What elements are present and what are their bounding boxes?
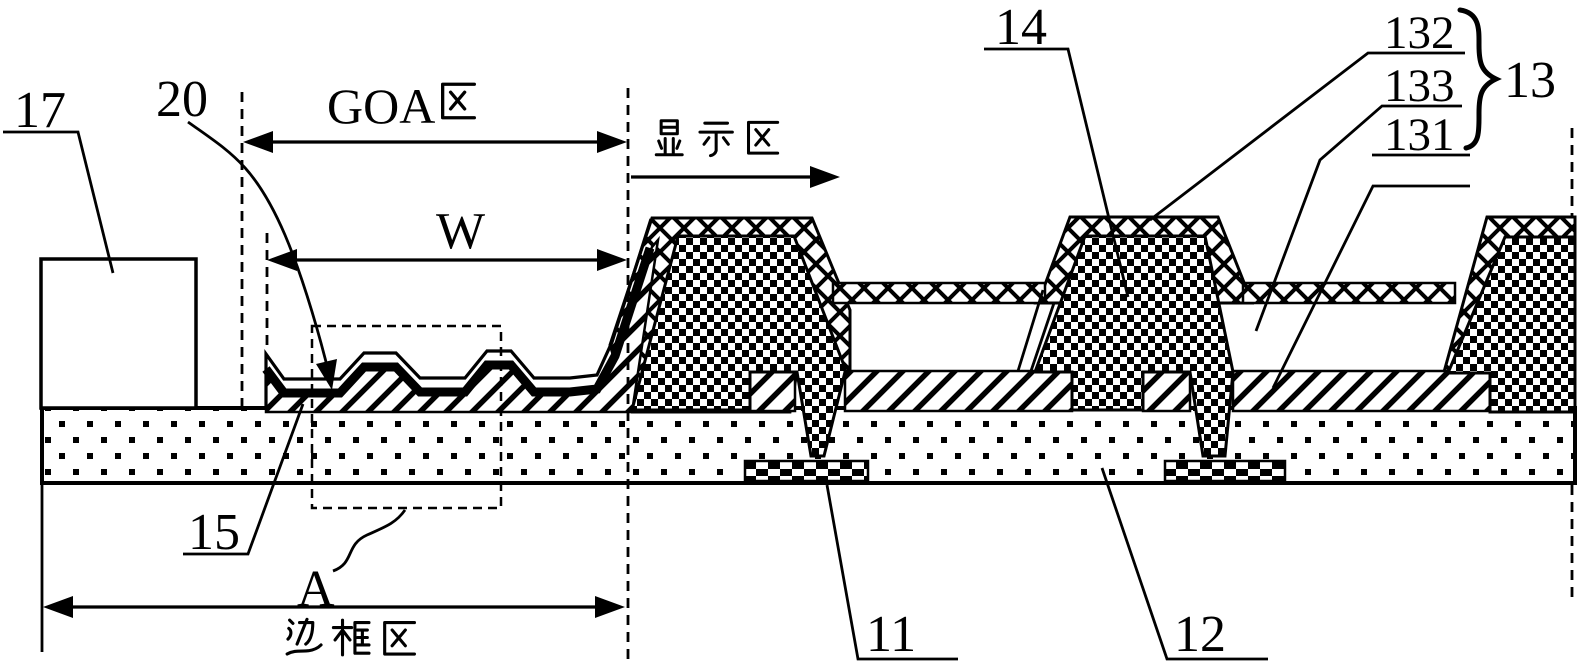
layer-133-slope-lines: [1016, 289, 1056, 372]
label-W: W: [436, 203, 485, 260]
detail-box-A-outline: [310, 324, 503, 510]
display-arrowhead: [810, 166, 840, 188]
figure-labels: 17 20 W 14 132 133 131 13 15 A 11 12 GOA: [14, 0, 1556, 663]
label-17: 17: [14, 82, 66, 139]
label-13: 13: [1504, 52, 1556, 109]
pixel-layer-14-left: [630, 234, 847, 458]
electrode-bar-11-left: [743, 459, 870, 483]
layer-131-segment-c: [1141, 369, 1192, 413]
w-arrowhead-right: [597, 249, 627, 271]
border-arrowhead-right: [595, 596, 625, 618]
label-11: 11: [866, 606, 916, 663]
layer-131-segment-a: [748, 369, 797, 413]
pixel-layer-14-right: [1445, 235, 1577, 414]
label-15: 15: [188, 504, 240, 561]
boundary-dashed-lines: [240, 88, 1574, 660]
goa-arrowhead-right: [597, 131, 627, 153]
driver-block-17: [39, 257, 198, 410]
layer-132-band-right: [1241, 281, 1457, 305]
goa-thin-conformal-line: [264, 218, 653, 410]
label-A: A: [297, 561, 335, 618]
leader-12: [1100, 467, 1268, 661]
leader-lines: [3, 47, 1470, 661]
brace-13: [1457, 7, 1502, 151]
dimension-arrows: [40, 131, 840, 652]
label-goa-region: GOA: [327, 78, 476, 134]
leader-11: [825, 484, 958, 661]
pixel-layer-14-mid: [1032, 234, 1235, 458]
border-arrowhead-left: [43, 596, 73, 618]
leader-131: [1271, 153, 1470, 389]
label-12: 12: [1174, 606, 1226, 663]
leader-14: [984, 47, 1130, 298]
w-arrowhead-left: [267, 249, 297, 271]
leader-15: [183, 403, 305, 556]
label-133: 133: [1384, 60, 1455, 112]
layer-131-segment-d: [1231, 369, 1492, 413]
label-20: 20: [156, 71, 208, 128]
layer-131-segment-b: [843, 369, 1074, 413]
goa-wavy-metal-trace: [262, 246, 655, 398]
label-131: 131: [1384, 109, 1455, 161]
label-132: 132: [1384, 7, 1455, 59]
electrode-bar-11-right: [1163, 459, 1287, 483]
layer-132-band-left: [831, 281, 1047, 305]
leader-133: [1254, 104, 1462, 332]
leader-20-arrowhead: [316, 359, 337, 390]
leader-A-curve: [332, 509, 407, 573]
label-border-region: [285, 617, 417, 657]
leader-132: [1149, 51, 1465, 222]
label-14: 14: [995, 0, 1047, 56]
leader-20-curve: [187, 120, 331, 375]
leader-17: [3, 130, 115, 274]
svg-text:GOA: GOA: [327, 78, 435, 134]
goa-arrowhead-left: [243, 131, 273, 153]
label-display-region: [654, 119, 780, 158]
